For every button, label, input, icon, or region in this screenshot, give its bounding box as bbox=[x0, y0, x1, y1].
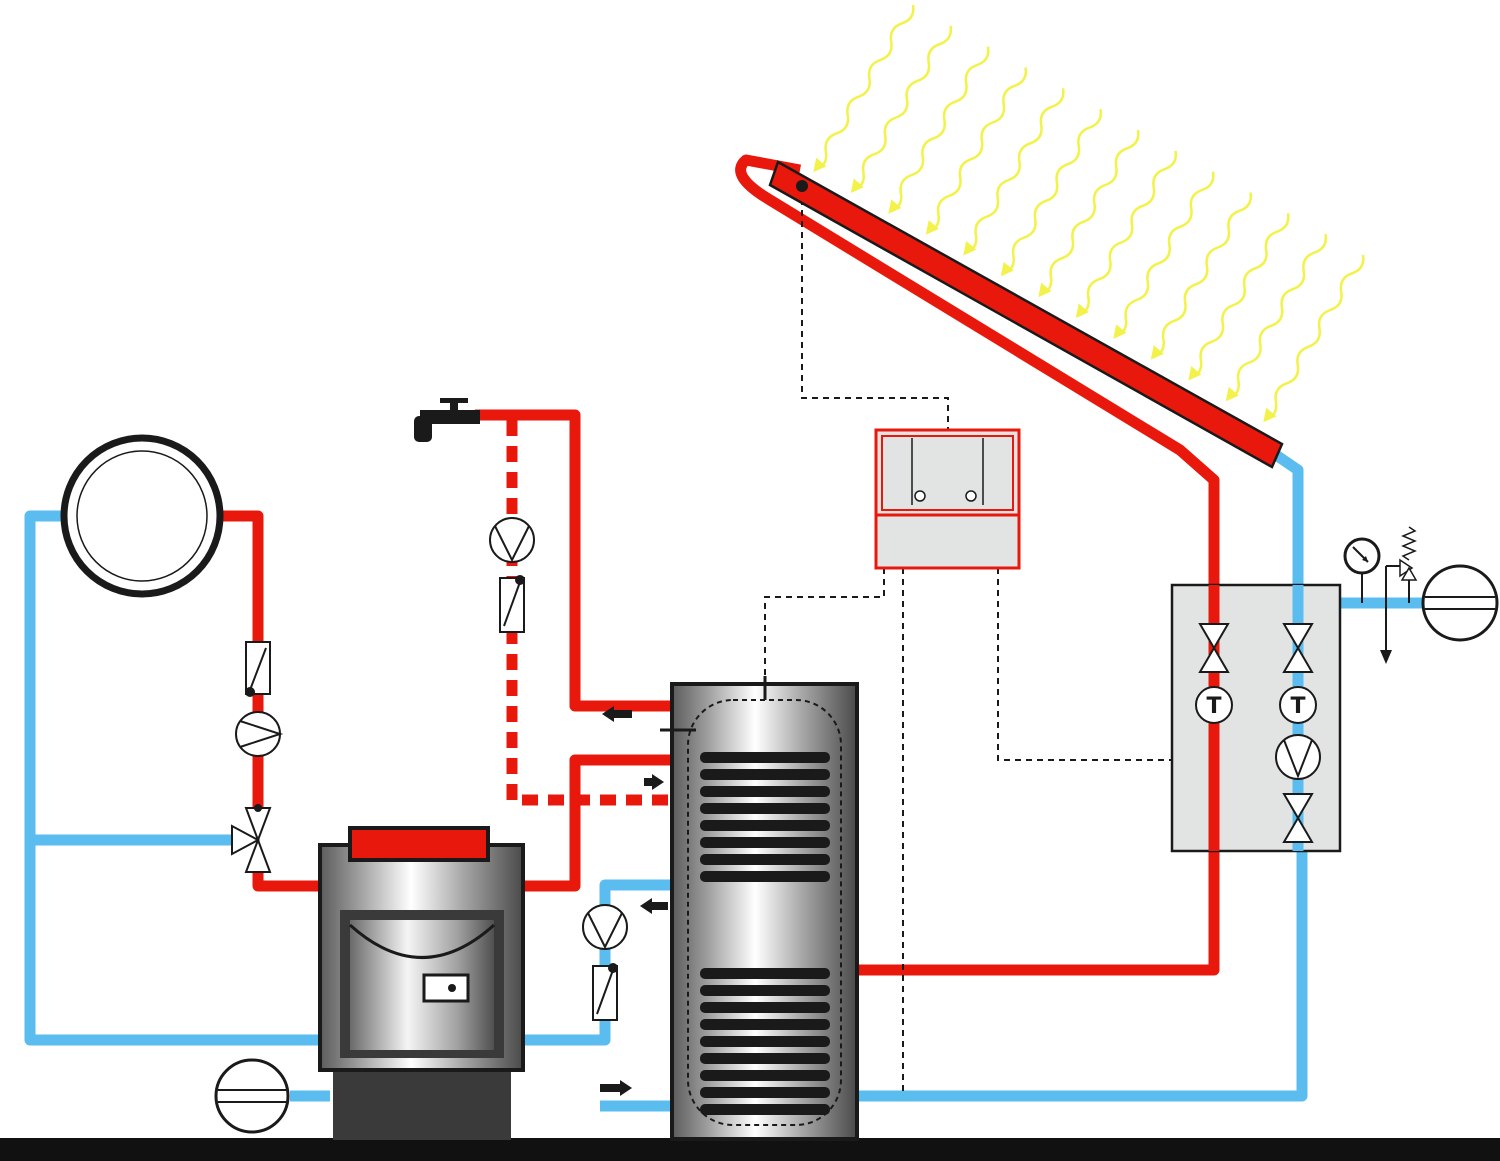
sun-ray-arrow bbox=[888, 199, 902, 214]
sun-ray bbox=[889, 46, 990, 213]
sun-ray-arrow bbox=[1150, 345, 1164, 360]
arrow-left-icon bbox=[640, 898, 668, 914]
boiler-icon bbox=[318, 826, 525, 1140]
sun-ray bbox=[927, 67, 1028, 234]
thermometer-label: T bbox=[1206, 694, 1221, 719]
sun-ray-arrow bbox=[1113, 324, 1127, 339]
heating-pump-icon bbox=[235, 711, 284, 757]
sun-ray bbox=[814, 4, 915, 172]
lower-heat-exchanger-coil bbox=[700, 968, 830, 1115]
flow-meter-icon bbox=[245, 641, 271, 697]
shutoff-valve-icon bbox=[1282, 793, 1314, 843]
coil-turn bbox=[700, 1053, 830, 1064]
tap-icon bbox=[414, 398, 480, 442]
arrow-right-icon bbox=[600, 1080, 632, 1096]
thermometer-icon: T bbox=[1195, 686, 1233, 724]
coil-turn bbox=[700, 1002, 830, 1013]
coil-turn bbox=[700, 803, 830, 814]
sun-ray bbox=[1002, 108, 1103, 276]
sun-ray-arrow bbox=[1225, 386, 1239, 402]
solar-pump-icon bbox=[1275, 734, 1321, 780]
thermometer-icon: T bbox=[1279, 686, 1317, 724]
upper-heat-exchanger-coil bbox=[700, 752, 830, 882]
sun-ray-arrow bbox=[850, 178, 864, 193]
safety-valve-icon bbox=[1380, 526, 1418, 664]
arrow-right-icon bbox=[644, 774, 664, 790]
flow-arrows bbox=[600, 706, 668, 1096]
shutoff-valve-icon bbox=[1282, 623, 1314, 673]
sun-ray-arrow bbox=[1075, 303, 1089, 318]
boiler-check-valve-icon bbox=[592, 963, 618, 1021]
circulation-pump-icon bbox=[489, 517, 535, 563]
coil-turn bbox=[700, 854, 830, 865]
coil-turn bbox=[700, 871, 830, 882]
thermometer-label: T bbox=[1290, 694, 1305, 719]
sun-ray bbox=[1227, 233, 1328, 401]
pump-station-icon: T T bbox=[1170, 583, 1342, 853]
solar-expansion-vessel-icon bbox=[1421, 564, 1499, 642]
boiler-pump-icon bbox=[582, 904, 628, 950]
floor bbox=[0, 1138, 1500, 1161]
solar-collector-icon bbox=[768, 160, 1284, 469]
sun-rays bbox=[813, 4, 1365, 423]
sun-ray bbox=[1189, 213, 1290, 380]
controller-icon bbox=[874, 428, 1021, 570]
expansion-vessel-icon bbox=[60, 434, 224, 598]
sun-ray bbox=[964, 88, 1065, 255]
sun-ray bbox=[1152, 192, 1253, 359]
coil-turn bbox=[700, 769, 830, 780]
sun-ray bbox=[1039, 129, 1140, 297]
expansion-vessel-small-icon bbox=[214, 1058, 290, 1134]
sun-ray-arrow bbox=[925, 220, 939, 235]
shutoff-valve-icon bbox=[1198, 623, 1230, 673]
coil-turn bbox=[700, 752, 830, 763]
coil-turn bbox=[700, 985, 830, 996]
sun-ray-arrow bbox=[1038, 282, 1052, 298]
sun-ray bbox=[1077, 150, 1178, 317]
sun-ray bbox=[852, 25, 953, 192]
coil-turn bbox=[700, 968, 830, 979]
collector-sensor-icon bbox=[796, 180, 808, 192]
coil-turn bbox=[700, 1070, 830, 1081]
coil-turn bbox=[700, 1036, 830, 1047]
arrow-left-icon bbox=[602, 706, 632, 722]
sun-ray-arrow bbox=[813, 157, 827, 173]
storage-tank-icon bbox=[660, 676, 859, 1141]
sun-ray-arrow bbox=[1263, 407, 1277, 423]
sun-ray-arrow bbox=[1000, 261, 1014, 277]
coil-turn bbox=[700, 820, 830, 831]
coil-turn bbox=[700, 1019, 830, 1030]
sun-ray bbox=[1264, 254, 1365, 422]
circulation-line bbox=[506, 420, 672, 806]
sun-ray-arrow bbox=[963, 240, 977, 256]
coil-turn bbox=[700, 1087, 830, 1098]
mixing-valve-icon bbox=[231, 804, 272, 873]
pressure-gauge-icon bbox=[1343, 537, 1381, 603]
sun-ray-arrow bbox=[1188, 365, 1202, 381]
coil-turn bbox=[700, 1104, 830, 1115]
coil-turn bbox=[700, 837, 830, 848]
sun-ray bbox=[1114, 171, 1215, 338]
coil-turn bbox=[700, 786, 830, 797]
circulation-check-valve-icon bbox=[499, 575, 525, 633]
